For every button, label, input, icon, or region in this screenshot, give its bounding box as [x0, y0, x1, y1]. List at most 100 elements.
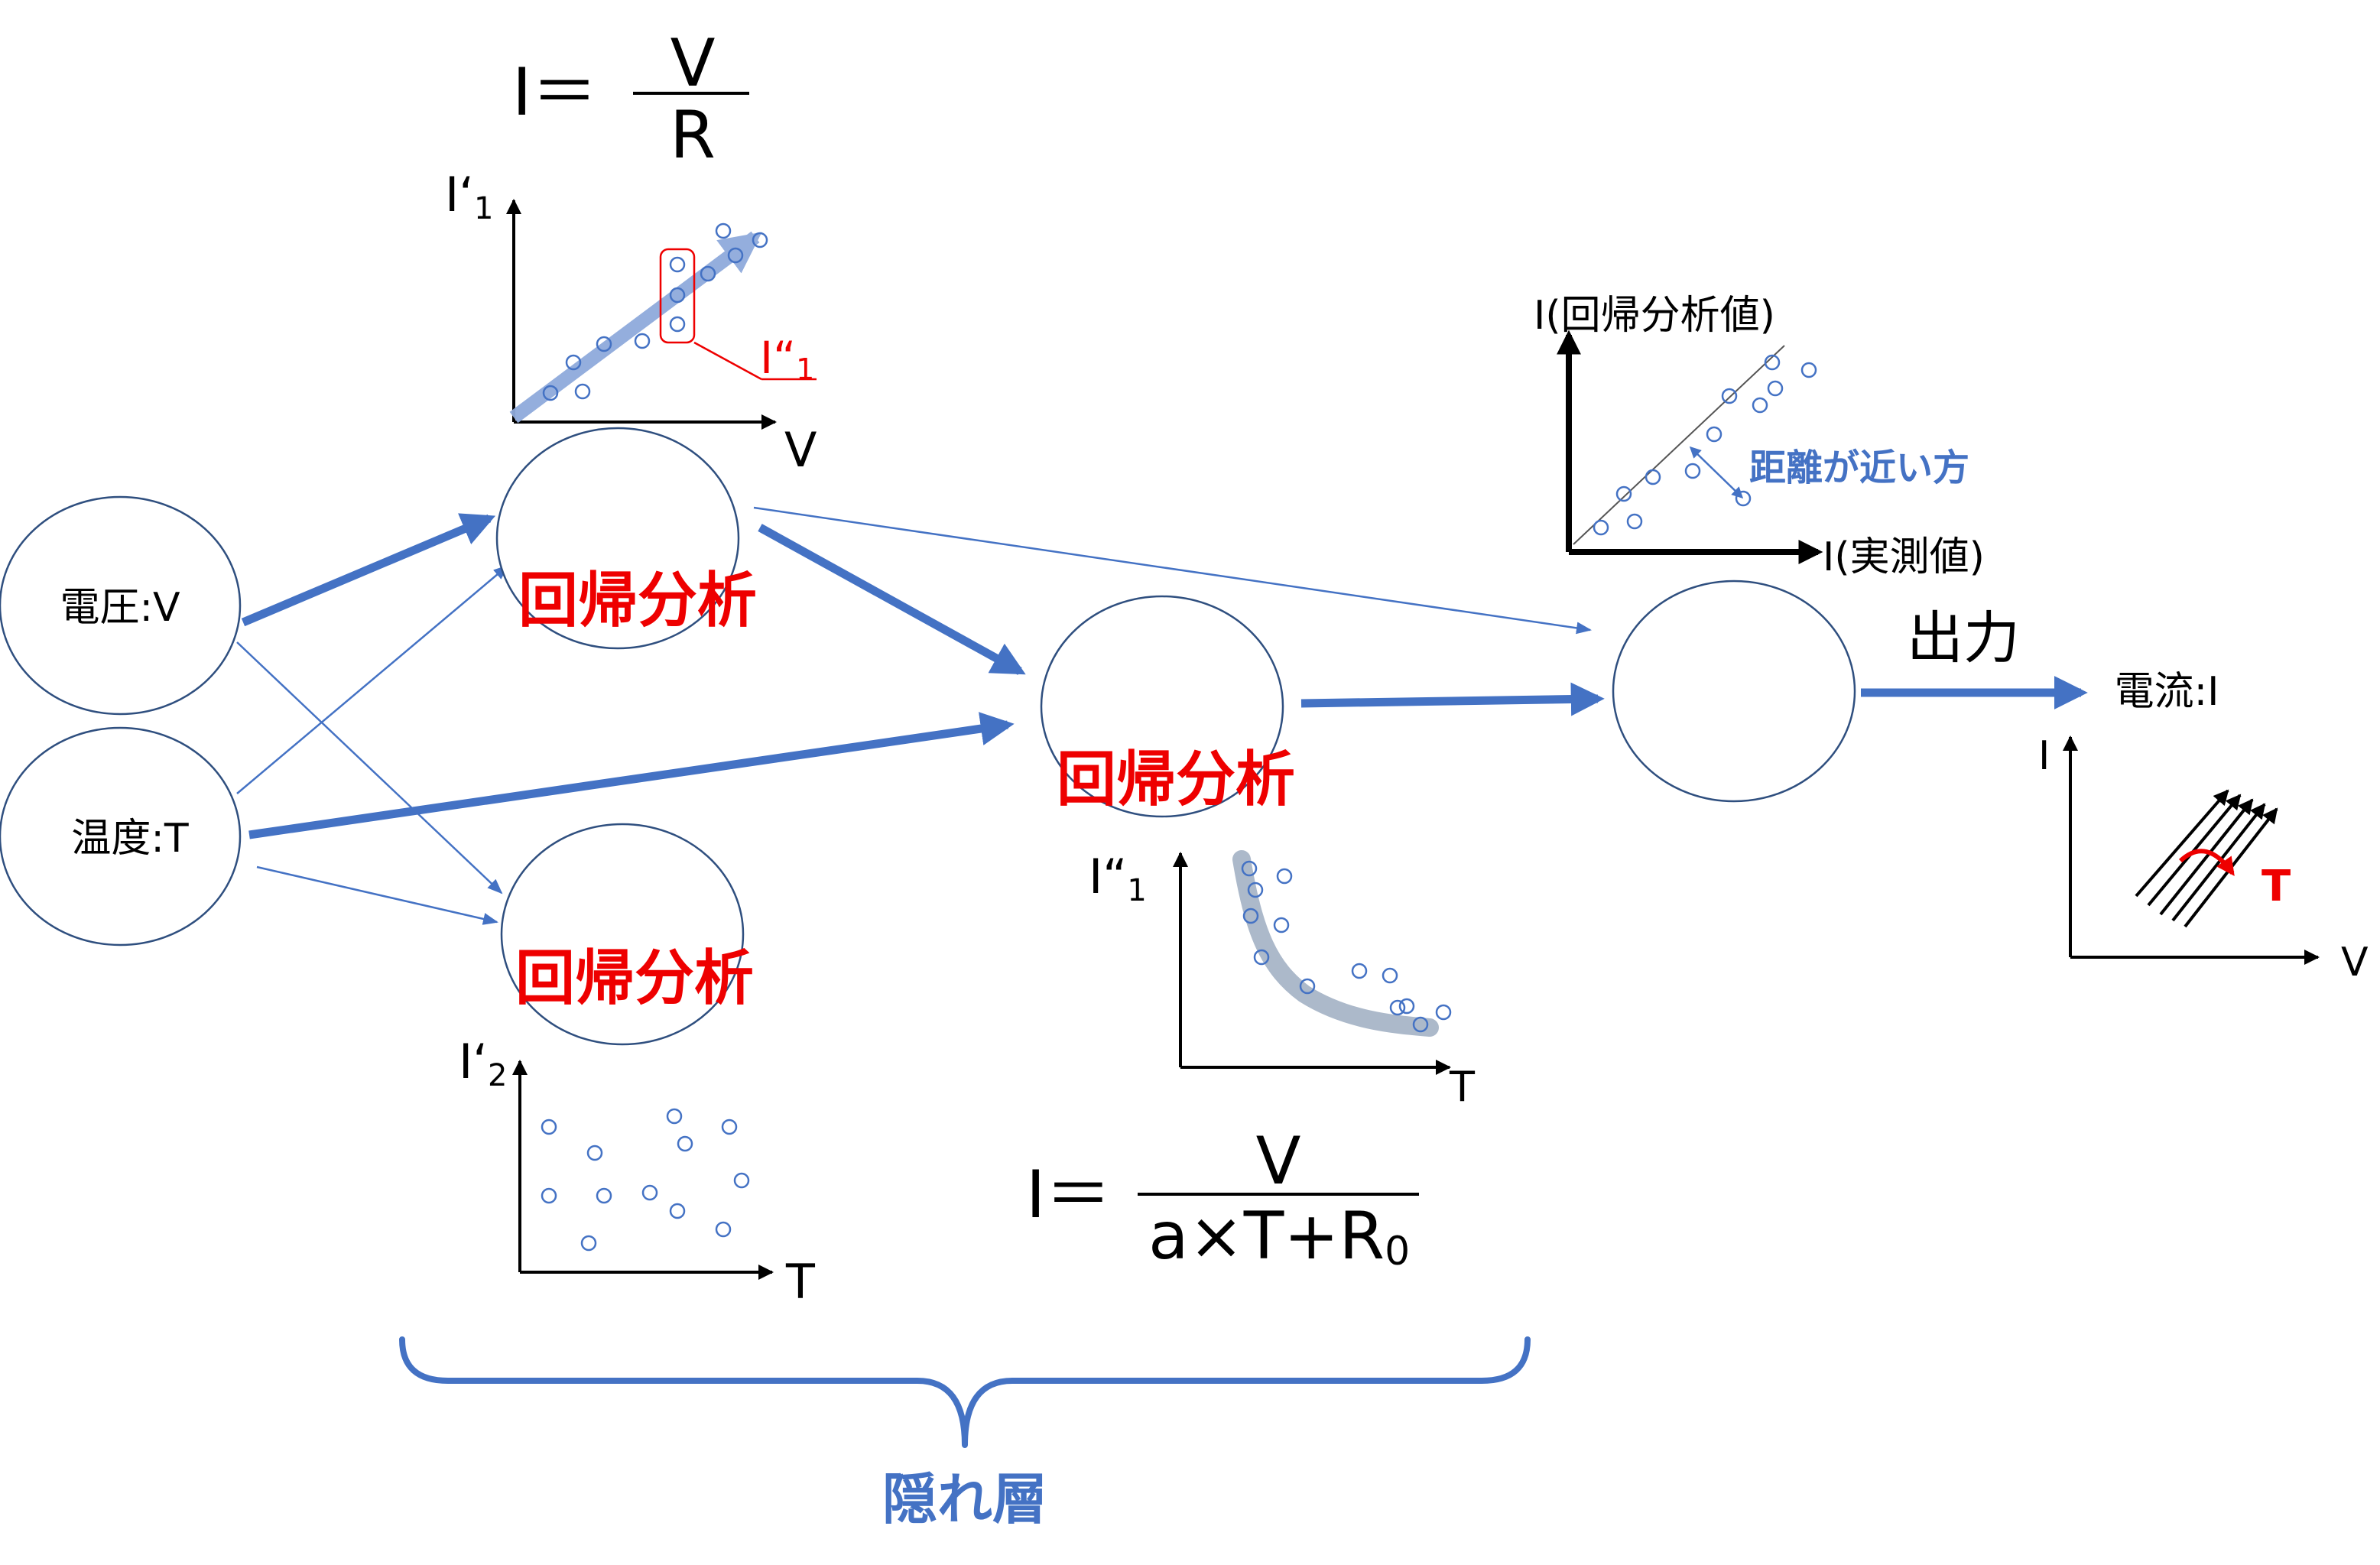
- scatter-point: [565, 354, 582, 371]
- scatter-point: [752, 232, 768, 248]
- plot-residual: I“1 T: [1089, 849, 1476, 1111]
- hidden-bottom-label: 回帰分析: [515, 944, 754, 1013]
- scatter-point: [669, 316, 686, 333]
- input-node-temperature: 温度:T: [0, 726, 242, 946]
- scatter-point: [666, 1108, 683, 1125]
- voltage-label: 電圧:V: [60, 585, 180, 631]
- plot-iv-trend-arrow: [509, 231, 762, 424]
- plot-iv: I‘1 V I“1: [445, 167, 817, 478]
- edge-temp-to-bottom: [256, 865, 498, 925]
- plot-iv-annotation: I“1: [760, 332, 814, 386]
- formula-top-denominator: R: [670, 97, 716, 174]
- scatter-point: [1645, 469, 1661, 485]
- edge-top-to-output: [753, 506, 1592, 635]
- plot-output-arrow-label: T: [2261, 862, 2291, 911]
- scatter-point: [1626, 513, 1643, 530]
- scatter-point: [1247, 882, 1264, 898]
- plot-output-y-label: I: [2038, 733, 2050, 779]
- scatter-point: [727, 247, 744, 264]
- scatter-point: [677, 1135, 693, 1152]
- plot-iv-x-label: V: [784, 422, 817, 478]
- plot-it: I‘2 T: [459, 1034, 816, 1310]
- output-node: [1612, 580, 1856, 803]
- plot-output-temperature-arrow: [2178, 849, 2235, 876]
- scatter-point: [1435, 1004, 1452, 1021]
- edge-voltage-to-bottom: [236, 641, 503, 895]
- scatter-point: [1767, 380, 1784, 397]
- scatter-point: [1735, 490, 1752, 507]
- scatter-point: [733, 1172, 750, 1189]
- temperature-label: 温度:T: [71, 816, 189, 862]
- scatter-point: [596, 336, 612, 352]
- plot-iv-leader-line: [693, 341, 762, 381]
- plot-fit-points: [1593, 354, 1817, 536]
- scatter-point: [1684, 463, 1701, 479]
- scatter-point: [1273, 917, 1290, 933]
- plot-fit-annotation: 距離が近い方: [1749, 446, 1969, 489]
- scatter-point: [669, 287, 686, 304]
- scatter-point: [1752, 397, 1768, 414]
- scatter-point: [541, 1187, 557, 1204]
- plot-residual-x-label: T: [1449, 1063, 1476, 1111]
- plot-fit-identity-line: [1573, 345, 1785, 545]
- plot-output-x-label: V: [2341, 940, 2369, 985]
- formula-bottom-numerator: V: [1256, 1123, 1301, 1200]
- scatter-point: [700, 265, 716, 282]
- plot-it-points: [541, 1108, 750, 1252]
- scatter-point: [1412, 1016, 1429, 1033]
- edge-temp-to-top: [236, 564, 509, 794]
- scatter-point: [541, 1119, 557, 1135]
- scatter-point: [1721, 388, 1738, 404]
- scatter-point: [669, 1203, 686, 1219]
- hidden-node-middle: [1040, 595, 1284, 818]
- scatter-point: [1299, 978, 1316, 995]
- hidden-middle-label: 回帰分析: [1057, 745, 1295, 814]
- scatter-point: [1389, 999, 1406, 1016]
- plot-iv-points: [542, 222, 768, 401]
- formula-top-lhs: I＝: [512, 54, 597, 131]
- scatter-point: [1351, 963, 1368, 979]
- scatter-point: [669, 256, 686, 273]
- scatter-point: [586, 1145, 603, 1161]
- scatter-point: [542, 385, 559, 401]
- scatter-point: [1276, 868, 1293, 885]
- hidden-layer-brace: 隠れ層: [399, 1336, 1531, 1531]
- hidden-top-label: 回帰分析: [518, 567, 757, 635]
- formula-bottom: I＝ V a×T+R0: [1026, 1123, 1419, 1274]
- scatter-point: [715, 1221, 732, 1238]
- scatter-point: [1800, 362, 1817, 378]
- plot-iv-highlight-box: [659, 248, 696, 344]
- scatter-point: [1242, 908, 1259, 924]
- scatter-point: [721, 1119, 738, 1135]
- scatter-point: [1241, 860, 1258, 877]
- formula-top-numerator: V: [670, 25, 716, 102]
- edge-voltage-to-top: [241, 513, 496, 627]
- scatter-point: [574, 383, 591, 400]
- scatter-point: [1615, 485, 1632, 502]
- plot-it-y-label: I‘2: [459, 1034, 507, 1093]
- plot-fit-y-label: I(回帰分析値): [1534, 293, 1775, 339]
- plot-residual-points: [1241, 860, 1452, 1033]
- formula-bottom-denominator: a×T+R0: [1148, 1198, 1410, 1274]
- scatter-point: [1253, 949, 1270, 966]
- scatter-point: [634, 333, 651, 349]
- connections: [236, 506, 2088, 925]
- scatter-point: [580, 1235, 597, 1252]
- plot-it-x-label: T: [785, 1254, 816, 1310]
- scatter-point: [1382, 967, 1398, 984]
- scatter-point: [596, 1187, 612, 1204]
- formula-top: I＝ V R: [512, 25, 749, 174]
- edge-temp-to-middle: [248, 712, 1015, 839]
- hidden-node-bottom: [500, 823, 745, 1046]
- output-label: 出力: [1907, 606, 2020, 671]
- edge-middle-to-output: [1300, 682, 1605, 716]
- scatter-point: [1593, 519, 1609, 536]
- plot-fit-x-label: I(実測値): [1823, 534, 1985, 580]
- hidden-layer-label: 隠れ層: [882, 1467, 1047, 1531]
- scatter-point: [1706, 426, 1722, 443]
- scatter-point: [641, 1184, 658, 1201]
- edge-top-to-middle: [758, 524, 1026, 675]
- scatter-point: [1764, 354, 1781, 371]
- current-label: 電流:I: [2115, 669, 2219, 715]
